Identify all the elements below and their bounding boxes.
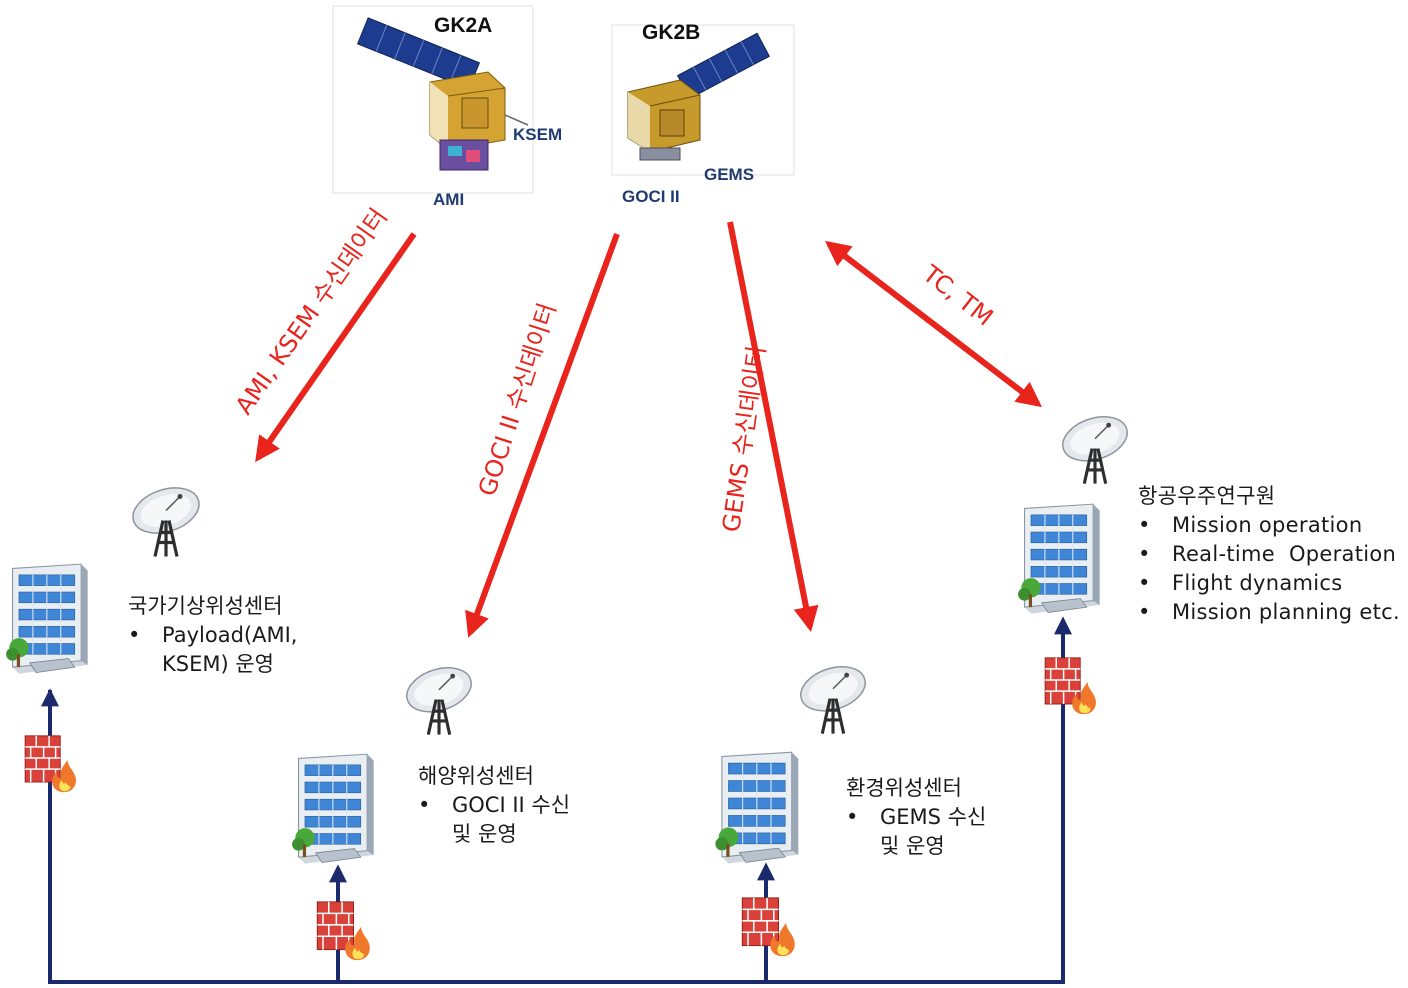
nier-center-name: 환경위성센터	[846, 776, 962, 800]
tc-tm-bidirectional-arrow	[824, 240, 1043, 408]
gk2a-satellite	[332, 5, 534, 194]
nier-center-duties: GEMS 수신및 운영	[846, 803, 986, 861]
gk2b-bus-icon	[627, 79, 701, 161]
gk2a-solar-panel-icon	[356, 17, 481, 90]
kma-duty-item: Payload(AMI, KSEM) 운영	[128, 621, 297, 679]
kma-duty-text-cont: KSEM) 운영	[162, 652, 274, 676]
kari-duty-item: Flight dynamics	[1138, 569, 1400, 598]
nier-duty-item: GEMS 수신및 운영	[846, 803, 986, 861]
goci-downlink-arrow	[465, 232, 620, 638]
kosc-center-block: 해양위성센터 GOCI II 수신및 운영	[418, 762, 570, 849]
nier-building-icon	[714, 751, 799, 865]
kari-center-name: 항공우주연구원	[1138, 484, 1276, 508]
kari-duty-item: Mission operation	[1138, 511, 1400, 540]
nier-antenna-icon	[794, 660, 872, 736]
kosc-firewall-icon	[316, 901, 371, 961]
goci-link-label: GOCI II 수신데이터	[473, 300, 562, 500]
gems-downlink-arrow	[727, 221, 819, 632]
kari-duty-item: Real-time Operation	[1138, 540, 1400, 569]
ami-label: AMI	[433, 190, 464, 209]
gems-label: GEMS	[704, 165, 754, 184]
kari-antenna-icon	[1056, 408, 1134, 486]
goci-label: GOCI II	[622, 187, 680, 206]
kma-center-duties: Payload(AMI, KSEM) 운영	[128, 621, 297, 679]
kari-center-duties: Mission operation Real-time Operation Fl…	[1138, 511, 1400, 627]
kosc-center-duties: GOCI II 수신및 운영	[418, 791, 570, 849]
ksem-label: KSEM	[513, 125, 562, 144]
kosc-antenna-icon	[400, 662, 478, 737]
kosc-building-icon	[291, 753, 375, 865]
nier-center-block: 환경위성센터 GEMS 수신및 운영	[846, 774, 986, 861]
kari-duty-item: Mission planning etc.	[1138, 598, 1400, 627]
kari-building-icon	[1017, 503, 1101, 615]
kari-center-block: 항공우주연구원 Mission operation Real-time Oper…	[1138, 482, 1400, 627]
nier-duty-text-cont: 및 운영	[880, 834, 945, 858]
kari-firewall-icon	[1044, 657, 1097, 715]
kma-center-block: 국가기상위성센터 Payload(AMI, KSEM) 운영	[128, 592, 297, 679]
gems-link-label: GEMS 수신데이터	[717, 344, 771, 534]
gk2b-satellite	[611, 24, 795, 176]
kma-center-name: 국가기상위성센터	[128, 594, 283, 618]
kosc-duty-text: GOCI II 수신	[452, 793, 571, 817]
kma-building-icon	[5, 563, 89, 675]
gk2a-bus-icon	[429, 71, 529, 171]
kma-antenna-icon	[126, 483, 206, 559]
ami-ksem-link-label: AMI, KSEM 수신데이터	[230, 203, 393, 419]
kosc-duty-text-cont: 및 운영	[452, 822, 517, 846]
kosc-center-name: 해양위성센터	[418, 764, 534, 788]
nier-firewall-icon	[741, 897, 796, 957]
kma-duty-text: Payload(AMI,	[162, 623, 298, 647]
gk2a-title: GK2A	[434, 14, 492, 37]
ami-ksem-downlink-arrow	[255, 232, 417, 463]
nier-duty-text: GEMS 수신	[880, 805, 987, 829]
gk2b-title: GK2B	[642, 21, 700, 44]
kosc-duty-item: GOCI II 수신및 운영	[418, 791, 570, 849]
